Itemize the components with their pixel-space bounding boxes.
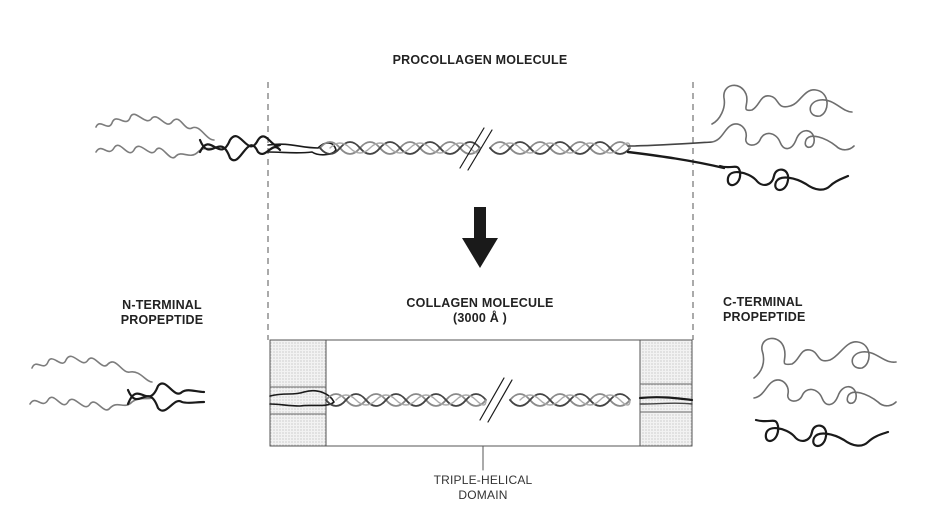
procollagen-molecule [95,84,855,192]
top-c-globule-2 [711,123,855,151]
c-terminal-propeptide [753,337,897,448]
top-c-globule-1 [711,84,853,125]
top-helix-right-a [489,141,631,155]
bottom-helix-right-b [509,393,631,407]
domain-label-line2: DOMAIN [458,488,508,502]
top-helix-right-b [489,141,631,155]
bottom-break-2 [487,379,513,423]
collagen-box [269,339,693,447]
n-terminal-label: N-TERMINAL PROPEPTIDE [92,298,232,328]
top-helix-left-b [319,141,481,155]
top-n-braid-2 [198,138,282,162]
bottom-helix-left-b [325,393,487,407]
c-terminal-label-line2: PROPEPTIDE [723,310,806,324]
top-helix-left-c [329,142,481,154]
c-telopeptide-region [639,339,693,447]
c-terminal-label-line1: C-TERMINAL [723,295,803,309]
top-helix-right-c [499,142,631,154]
c-terminal-label: C-TERMINAL PROPEPTIDE [723,295,863,325]
top-c-telo-dark [626,150,726,170]
top-break-1 [459,127,485,169]
collagen-label-line2: (3000 Å ) [453,311,507,325]
top-n-strand-1 [95,113,215,141]
top-break-2 [467,129,493,171]
top-n-braid-1 [198,135,282,154]
n-terminal-propeptide [29,355,206,412]
top-n-telo [267,142,337,156]
bottom-n-telo [269,389,335,407]
collagen-label-line1: COLLAGEN MOLECULE [406,296,554,310]
top-n-strand-2 [95,144,215,159]
domain-label-line1: TRIPLE-HELICAL [433,473,533,487]
down-arrow-icon [462,207,498,268]
n-terminal-label-line1: N-TERMINAL [122,298,202,312]
n-terminal-label-line2: PROPEPTIDE [120,313,204,327]
collagen-molecule [269,339,694,471]
procollagen-label: PROCOLLAGEN MOLECULE [392,53,568,67]
triple-helical-domain-label: TRIPLE-HELICAL DOMAIN [400,473,566,503]
top-c-coil-dark [718,164,850,192]
bottom-c-telo [638,396,694,402]
bottom-break-1 [479,377,505,421]
top-c-telo [627,141,713,147]
collagen-label: COLLAGEN MOLECULE (3000 Å ) [330,296,630,326]
